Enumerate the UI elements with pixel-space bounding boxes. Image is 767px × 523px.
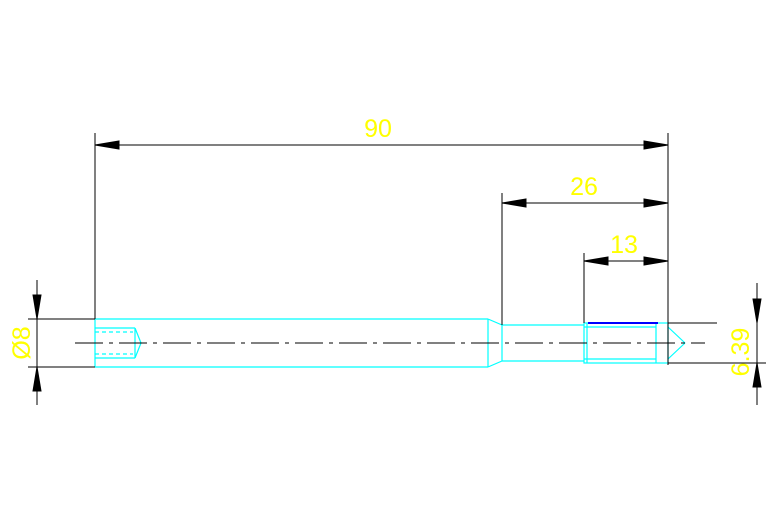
taper-bottom <box>487 360 503 368</box>
arrowhead <box>643 198 669 208</box>
arrowhead <box>752 298 762 324</box>
dimension-labels: 90 26 13 Ø8 6.39 <box>8 115 755 376</box>
arrowhead <box>643 140 669 150</box>
dim-label-tip-length: 13 <box>610 231 638 259</box>
arrowhead <box>32 366 42 392</box>
dim-label-shank-diameter: Ø8 <box>8 326 36 359</box>
arrowhead <box>583 256 609 266</box>
bore-chamfer-top <box>134 327 142 344</box>
tip-point-bottom <box>667 342 686 360</box>
arrowhead <box>94 140 120 150</box>
arrowhead <box>32 294 42 320</box>
arrowhead <box>752 362 762 388</box>
taper-top <box>487 318 503 326</box>
dim-label-tip-diameter: 6.39 <box>727 328 755 377</box>
dimension-lines <box>28 133 766 405</box>
tip-point-top <box>667 326 686 344</box>
dim-label-overall-length: 90 <box>364 115 392 143</box>
dim-label-step-length: 26 <box>570 173 598 201</box>
arrowhead <box>643 256 669 266</box>
arrowhead <box>501 198 527 208</box>
bore-chamfer-bottom <box>134 342 142 359</box>
